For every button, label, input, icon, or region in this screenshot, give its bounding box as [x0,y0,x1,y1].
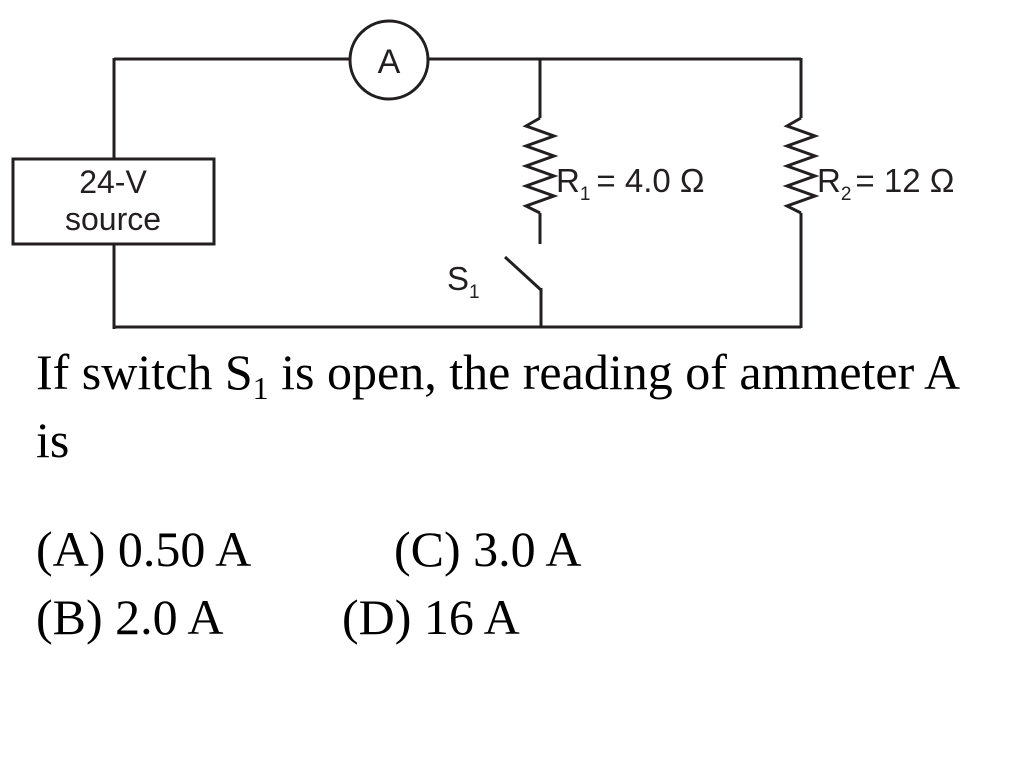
ammeter-circle [348,19,430,101]
r1-label: R1= 4.0 Ω [556,162,705,205]
question-text-after: is open, the reading of ammeter A is [36,344,958,468]
question-text: If switch S1 is open, the reading of amm… [36,338,996,474]
r1-subscript: 1 [580,184,591,205]
choice-c: (C) 3.0 A [394,521,582,577]
switch-s1-subscript: 1 [469,282,480,303]
switch-s1-label: S1 [447,260,480,303]
question-text-before: If switch S [36,344,253,400]
resistor-r1 [521,116,559,215]
switch-s1-blade [503,255,543,292]
source-label-line2: source [65,201,161,237]
question-subscript: 1 [252,370,269,406]
r2-subscript: 2 [841,184,852,205]
choice-a: (A) 0.50 A [36,521,252,577]
ammeter-label: A [378,43,401,81]
r1-value: = 4.0 Ω [596,162,704,199]
choice-b: (B) 2.0 A [36,589,224,645]
choice-d: (D) 16 A [342,589,520,645]
source-box [11,157,216,246]
resistor-r2 [782,116,820,215]
source-label-line1: 24-V [79,164,147,200]
circuit-diagram: A 24-V source R1= 4.0 Ω R2= 12 Ω S1 [11,19,954,329]
r2-label: R2= 12 Ω [817,162,954,205]
r2-value: = 12 Ω [855,162,954,199]
